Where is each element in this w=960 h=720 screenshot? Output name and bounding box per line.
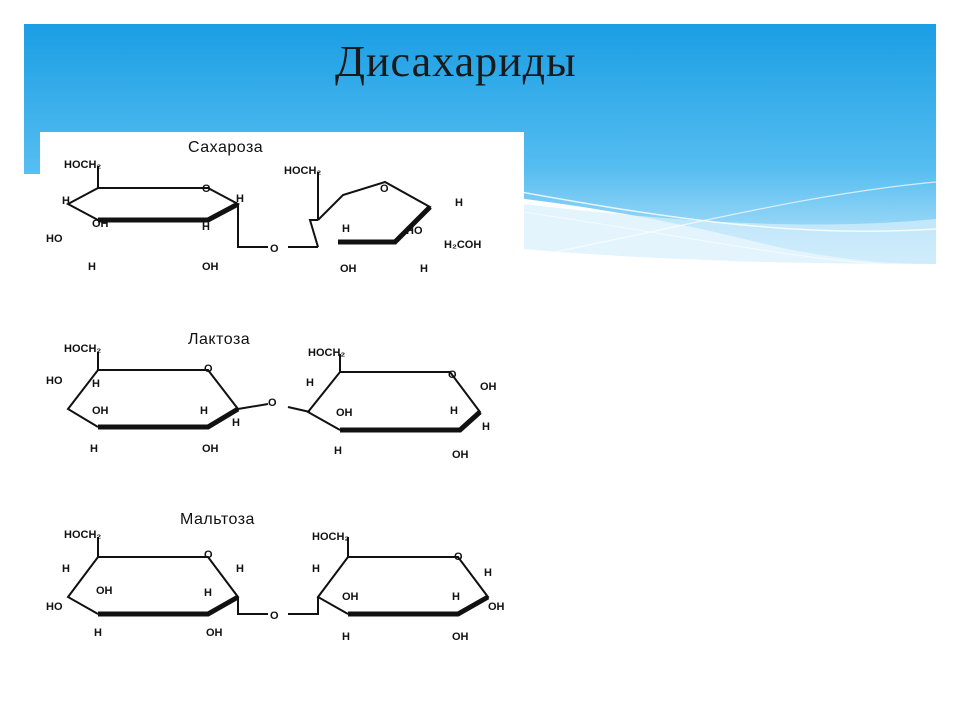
label-h: H [342,631,350,643]
label-h: H [94,627,102,639]
label-oh: OH [92,218,109,230]
label-h2coh: H₂COH [444,239,481,251]
label-oh: OH [92,405,109,417]
label-glycosidic-oxygen: O [270,610,279,622]
label-h: H [342,223,350,235]
disaccharide-structures: Сахароза HOCH₂ O H H OH HO H H OH O HOCH… [46,139,505,643]
molecule-name-lactose: Лактоза [188,331,250,348]
slide-title: Дисахариды [335,37,577,86]
label-h: H [455,197,463,209]
label-oh: OH [202,261,219,273]
label-h: H [306,377,314,389]
label-oh: OH [452,449,469,461]
label-h: H [484,567,492,579]
label-h: H [334,445,342,457]
label-hoch2: HOCH₂ [284,165,321,177]
label-ring-oxygen: O [204,363,213,375]
label-oh: OH [452,631,469,643]
label-ring-oxygen: O [454,551,463,563]
label-oh: OH [206,627,223,639]
label-h: H [92,378,100,390]
label-ring-oxygen: O [204,549,213,561]
label-h: H [200,405,208,417]
label-oh: OH [340,263,357,275]
label-ring-oxygen: O [448,369,457,381]
label-glycosidic-oxygen: O [270,243,279,255]
label-ho: HO [46,233,63,245]
label-oh: OH [336,407,353,419]
label-oh: OH [488,601,505,613]
label-hoch2: HOCH₂ [312,531,349,543]
label-ring-oxygen: O [380,183,389,195]
label-hoch2: HOCH₂ [308,347,345,359]
label-h: H [420,263,428,275]
structures-panel: Сахароза HOCH₂ O H H OH HO H H OH O HOCH… [40,132,524,677]
label-oh: OH [480,381,497,393]
label-h: H [204,587,212,599]
label-h: H [312,563,320,575]
label-ho: HO [406,225,423,237]
label-h: H [90,443,98,455]
label-h: H [452,591,460,603]
label-oh: OH [342,591,359,603]
label-glycosidic-oxygen: O [268,397,277,409]
label-ho: HO [46,601,63,613]
label-h: H [202,221,210,233]
molecule-name-sucrose: Сахароза [188,139,263,156]
label-h: H [62,195,70,207]
label-h: H [236,563,244,575]
molecule-name-maltose: Мальтоза [180,511,255,528]
label-h: H [482,421,490,433]
label-h: H [232,417,240,429]
label-h: H [450,405,458,417]
label-hoch2: HOCH₂ [64,343,101,355]
label-hoch2: HOCH₂ [64,159,101,171]
label-h: H [62,563,70,575]
label-oh: OH [202,443,219,455]
label-hoch2: HOCH₂ [64,529,101,541]
label-oh: OH [96,585,113,597]
label-ho: HO [46,375,63,387]
label-h: H [88,261,96,273]
label-h: H [236,193,244,205]
label-ring-oxygen: O [202,183,211,195]
